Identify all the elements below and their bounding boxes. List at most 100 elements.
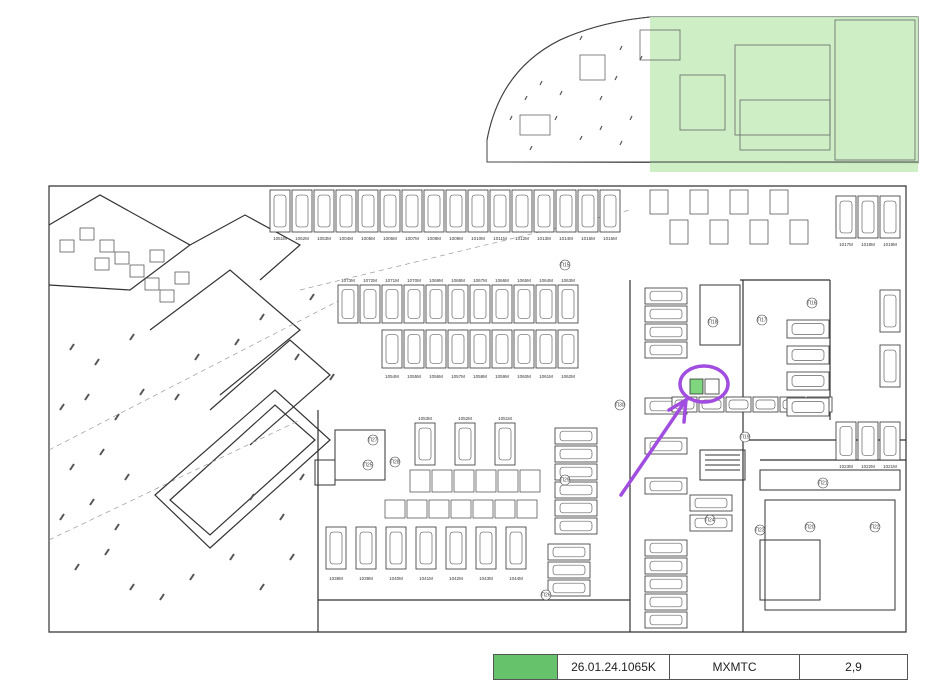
parking-space [554, 427, 598, 445]
space-label: 1058М [473, 374, 487, 379]
storage-room [516, 499, 538, 519]
space-label: 1072М [363, 278, 377, 283]
room-marker [559, 474, 571, 486]
car-outline [407, 289, 421, 319]
parking-space [469, 329, 491, 369]
room-marker [389, 456, 401, 468]
parking-space [644, 557, 688, 575]
car-outline [694, 497, 728, 509]
storage-room [431, 469, 453, 493]
parking-space [879, 421, 901, 461]
room-marker [804, 521, 816, 533]
parking-spaces [59, 189, 901, 629]
car-outline [407, 334, 421, 364]
legend-type: МХМТС [670, 655, 800, 679]
car-outline [649, 560, 683, 572]
space-label: 1060М [517, 374, 531, 379]
car-outline [473, 289, 487, 319]
car-outline [498, 427, 512, 461]
parking-space [425, 284, 447, 324]
car-outline [649, 614, 683, 626]
space-label: 1057М [451, 374, 465, 379]
space-label: 1019М [883, 242, 897, 247]
storage-room [409, 469, 431, 493]
minimap-highlight [650, 17, 918, 172]
storage-room [789, 219, 809, 245]
left-wing [48, 194, 331, 549]
space-label: 1018М [861, 242, 875, 247]
parking-space [291, 189, 313, 233]
legend-table: 26.01.24.1065K МХМТС 2,9 [493, 654, 908, 680]
minimap-dash [579, 135, 583, 141]
space-label: 1006М [383, 236, 397, 241]
car-outline [509, 531, 523, 565]
legend-code: 26.01.24.1065K [558, 655, 670, 679]
lot-dash [104, 548, 110, 556]
lot-dash [69, 343, 75, 351]
car-outline [405, 194, 419, 228]
car-outline [649, 480, 683, 492]
room-label: П26 [541, 593, 550, 599]
lot-dash [69, 463, 75, 471]
room-label: П16 [807, 301, 816, 307]
lot-dash [309, 293, 315, 301]
parking-space [857, 195, 879, 239]
lot-dash [139, 388, 145, 396]
parking-space [491, 329, 513, 369]
parking-space [644, 341, 688, 359]
car-outline [385, 334, 399, 364]
parking-space [879, 195, 901, 239]
car-outline [515, 194, 529, 228]
parking-space [644, 323, 688, 341]
minimap-dash [554, 115, 558, 121]
car-outline [341, 289, 355, 319]
space-label: 1070М [407, 278, 421, 283]
car-outline [649, 344, 683, 356]
room-label: П30 [615, 403, 624, 409]
car-outline [559, 484, 593, 496]
car-outline [363, 289, 377, 319]
lot-dash [234, 338, 240, 346]
storage-room [159, 289, 175, 303]
car-outline [517, 289, 531, 319]
space-label: 1004М [339, 236, 353, 241]
space-label: 1044М [509, 576, 523, 581]
car-outline [561, 334, 575, 364]
parking-space [513, 329, 535, 369]
car-outline [552, 564, 586, 576]
parking-space [415, 526, 437, 570]
main-floor-outline [48, 185, 907, 633]
space-label: 1073М [341, 278, 355, 283]
space-label: 1042М [449, 576, 463, 581]
storage-room [144, 277, 160, 291]
lot-dash [329, 373, 335, 381]
parking-space [325, 526, 347, 570]
room-label: П25 [363, 463, 372, 469]
storage-room [519, 469, 541, 493]
car-outline [559, 448, 593, 460]
minimap-dash [599, 95, 603, 101]
space-label: 1068М [451, 278, 465, 283]
car-outline [458, 427, 472, 461]
room-label: П24 [705, 518, 714, 524]
lot-dash [84, 393, 90, 401]
stair-core [314, 284, 901, 611]
parking-space [554, 517, 598, 535]
storage-room [769, 189, 789, 215]
storage-room [428, 499, 450, 519]
car-outline [383, 194, 397, 228]
lot-dash [129, 333, 135, 341]
car-outline [755, 399, 776, 410]
parking-space [467, 189, 489, 233]
lot-dash [59, 403, 65, 411]
parking-space [533, 189, 555, 233]
parking-space [786, 345, 830, 365]
room-marker [367, 434, 379, 446]
target-parking-space [689, 378, 704, 395]
parking-space [547, 579, 591, 597]
car-outline [883, 426, 897, 456]
space-label: 1041М [419, 576, 433, 581]
car-outline [385, 289, 399, 319]
car-outline [539, 334, 553, 364]
